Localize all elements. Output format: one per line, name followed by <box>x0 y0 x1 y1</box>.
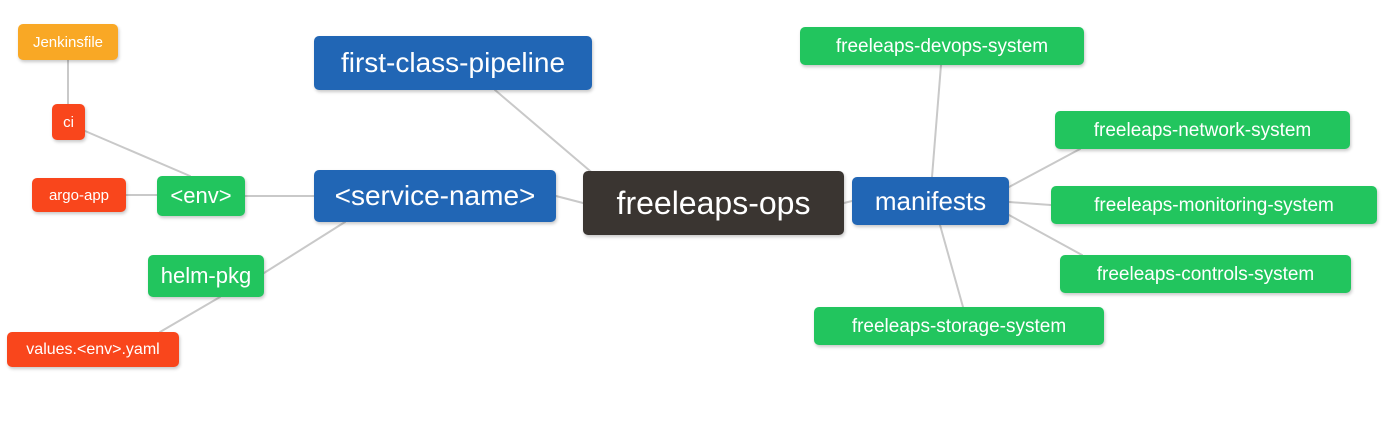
mindmap-node-freeleaps-devops-system[interactable]: freeleaps-devops-system <box>800 27 1084 65</box>
edge-freeleaps-ops-to-first-class-pipeline <box>494 89 597 177</box>
mindmap-node-label: freeleaps-ops <box>616 185 811 221</box>
edge-helm-pkg-to-values-yaml <box>159 296 221 333</box>
mindmap-node-label: helm-pkg <box>160 263 252 288</box>
mindmap-node-label: Jenkinsfile <box>32 33 104 51</box>
mindmap-node-service-name[interactable]: <service-name> <box>314 170 556 222</box>
mindmap-node-argo-app[interactable]: argo-app <box>32 178 126 212</box>
edge-env-to-ci <box>84 130 191 177</box>
edge-manifests-to-freeleaps-devops-system <box>931 64 942 178</box>
edge-freeleaps-ops-to-service-name <box>555 195 584 204</box>
mindmap-node-freeleaps-controls-system[interactable]: freeleaps-controls-system <box>1060 255 1351 293</box>
mindmap-node-label: argo-app <box>48 186 110 204</box>
mindmap-node-jenkinsfile[interactable]: Jenkinsfile <box>18 24 118 60</box>
mindmap-node-label: freeleaps-monitoring-system <box>1094 194 1334 216</box>
mindmap-node-env[interactable]: <env> <box>157 176 245 216</box>
mindmap-node-label: <env> <box>170 183 232 208</box>
mindmap-node-freeleaps-ops[interactable]: freeleaps-ops <box>583 171 844 235</box>
mindmap-node-label: <service-name> <box>334 180 536 211</box>
mindmap-node-label: first-class-pipeline <box>340 47 566 78</box>
edge-manifests-to-freeleaps-storage-system <box>939 224 964 308</box>
mindmap-node-freeleaps-storage-system[interactable]: freeleaps-storage-system <box>814 307 1104 345</box>
mindmap-node-helm-pkg[interactable]: helm-pkg <box>148 255 264 297</box>
mindmap-node-freeleaps-monitoring-system[interactable]: freeleaps-monitoring-system <box>1051 186 1377 224</box>
mindmap-node-freeleaps-network-system[interactable]: freeleaps-network-system <box>1055 111 1350 149</box>
mindmap-node-label: freeleaps-controls-system <box>1096 263 1315 285</box>
edge-service-name-to-helm-pkg <box>263 221 346 274</box>
mindmap-node-label: values.<env>.yaml <box>26 340 160 358</box>
mindmap-node-ci[interactable]: ci <box>52 104 85 140</box>
mindmap-node-label: freeleaps-storage-system <box>851 315 1067 337</box>
edge-manifests-to-freeleaps-monitoring-system <box>1008 201 1052 206</box>
mindmap-node-label: freeleaps-network-system <box>1093 119 1312 141</box>
mindmap-node-values-yaml[interactable]: values.<env>.yaml <box>7 332 179 367</box>
edge-manifests-to-freeleaps-network-system <box>1008 148 1081 188</box>
mindmap-node-label: ci <box>63 113 74 131</box>
mindmap-node-first-class-pipeline[interactable]: first-class-pipeline <box>314 36 592 90</box>
mindmap-node-label: manifests <box>874 186 987 216</box>
mindmap-node-label: freeleaps-devops-system <box>835 35 1049 57</box>
mindmap-node-manifests[interactable]: manifests <box>852 177 1009 225</box>
edge-freeleaps-ops-to-manifests <box>843 200 853 204</box>
